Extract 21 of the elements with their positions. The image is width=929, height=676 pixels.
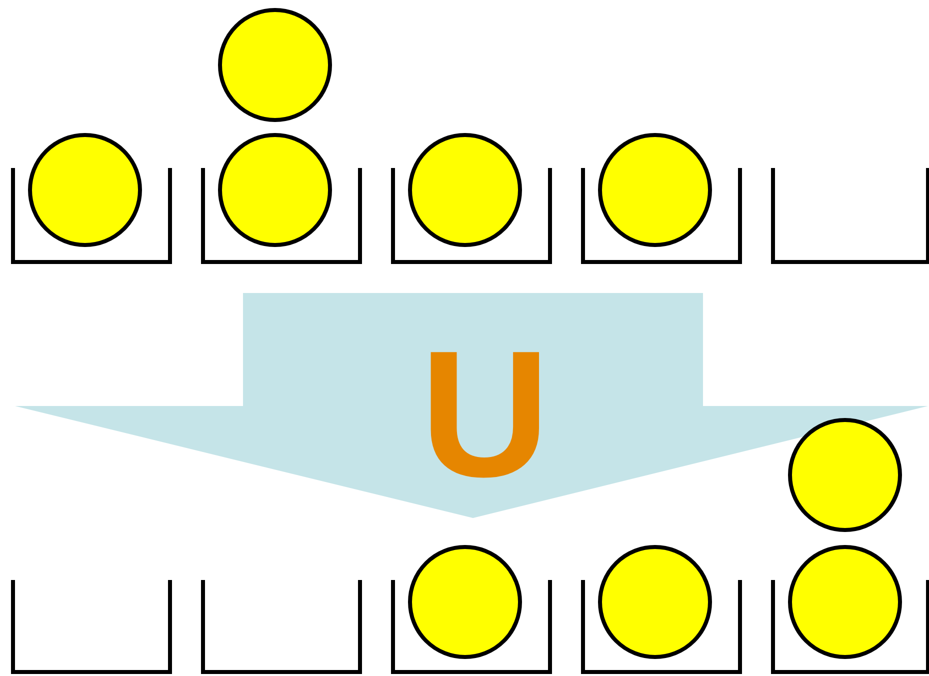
open-bin — [11, 580, 172, 674]
open-bin — [391, 168, 552, 264]
ball — [788, 545, 902, 659]
ball — [788, 418, 902, 532]
open-bin — [771, 168, 929, 264]
ball — [218, 8, 332, 122]
block-arrow — [15, 293, 928, 518]
ball — [408, 133, 522, 247]
open-bin — [201, 168, 362, 264]
open-bin — [771, 580, 929, 674]
ball — [598, 133, 712, 247]
open-bin — [581, 168, 742, 264]
open-bin — [201, 580, 362, 674]
ball — [598, 545, 712, 659]
open-bin — [581, 580, 742, 674]
edge-label: U — [420, 325, 550, 505]
open-bin — [11, 168, 172, 264]
ball — [408, 545, 522, 659]
ball — [28, 133, 142, 247]
open-bin — [391, 580, 552, 674]
ball — [218, 133, 332, 247]
